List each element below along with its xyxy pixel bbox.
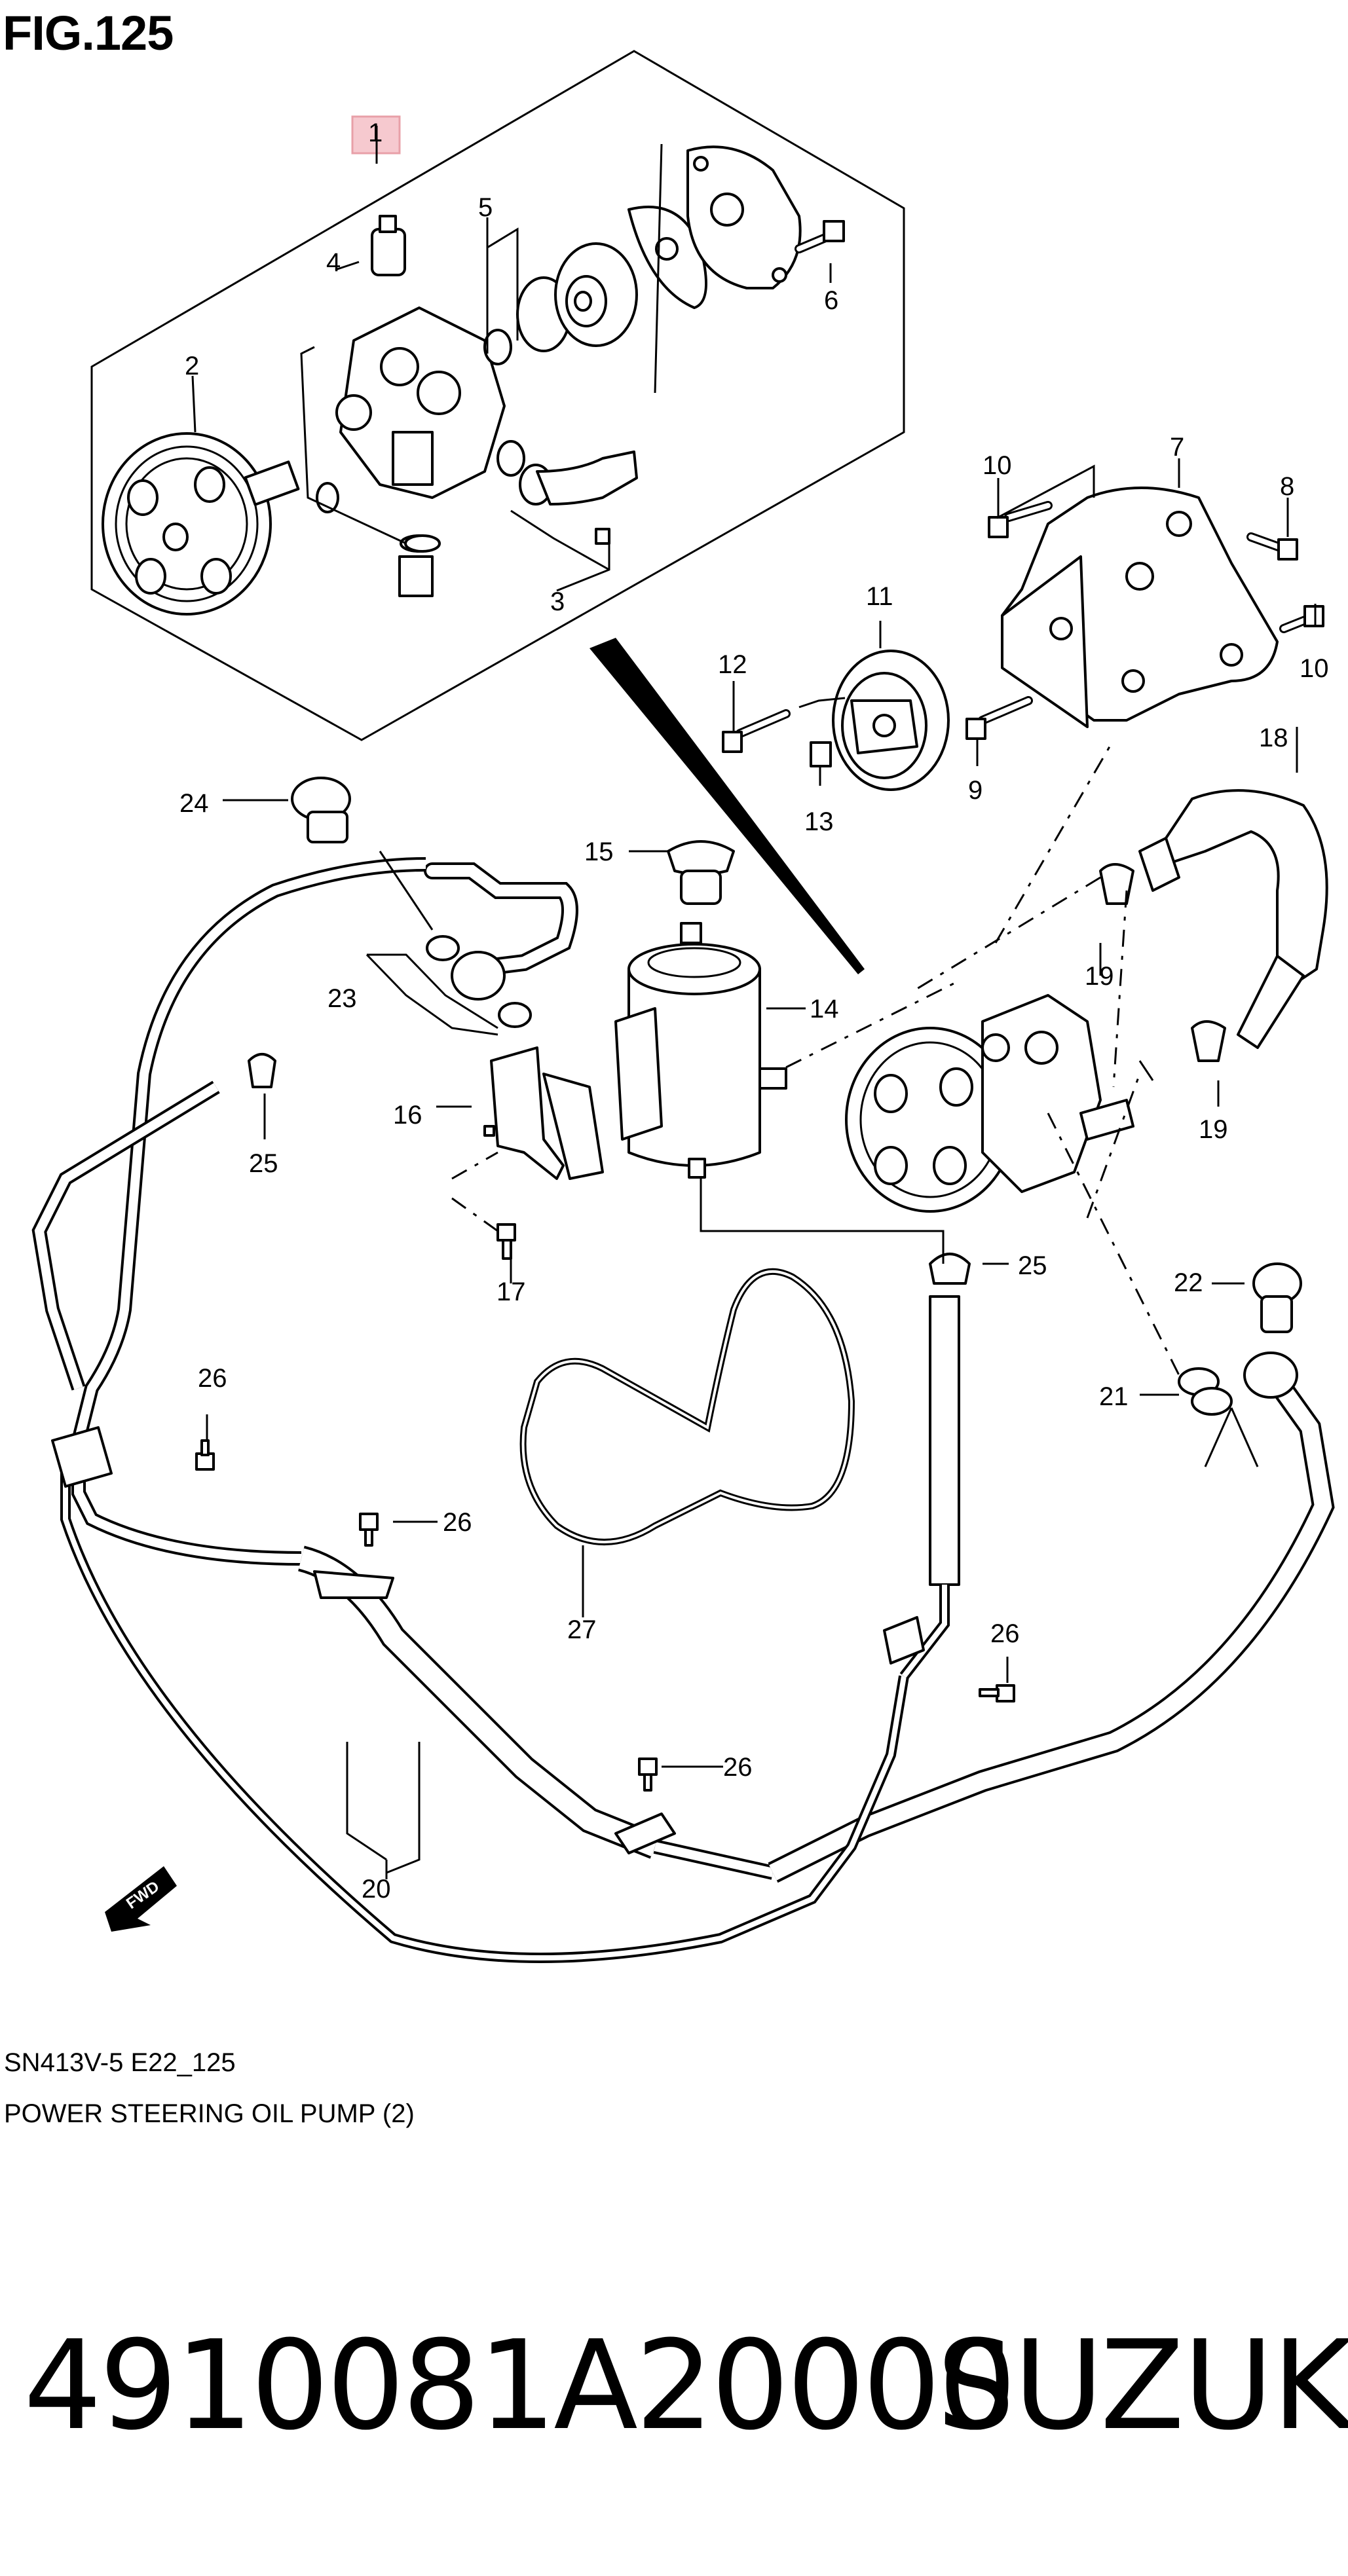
callout-18: 18 [1259, 724, 1288, 752]
pump-pulley [102, 432, 300, 616]
callout-24: 24 [179, 789, 209, 818]
callout-27: 27 [567, 1615, 597, 1644]
callout-19-lower: 19 [1199, 1115, 1228, 1144]
callout-25-lower: 25 [1018, 1251, 1047, 1280]
bolt-26-b [359, 1513, 379, 1547]
pipe-clamp-25-upper [248, 1053, 276, 1088]
bolt-17 [496, 1223, 516, 1260]
callout-21: 21 [1099, 1382, 1129, 1411]
o-ring-23-b [498, 1002, 532, 1028]
callout-1: 1 [368, 119, 383, 147]
dashed-assembly-lines [451, 739, 1180, 1376]
bolt-12 [722, 709, 791, 753]
bolt-26-c [979, 1684, 1015, 1702]
bolt-8 [1246, 532, 1298, 561]
callout-15: 15 [584, 837, 614, 866]
callout-10-lower: 10 [1300, 654, 1329, 683]
pressure-pipe-upper [424, 862, 578, 1001]
hose-brackets [51, 1426, 925, 1854]
mounting-bracket [1001, 487, 1279, 728]
o-ring-23-a [426, 935, 460, 961]
pump-body [316, 306, 506, 597]
callout-17: 17 [496, 1278, 526, 1306]
washers-21 [1178, 1367, 1233, 1416]
pump-kit-outline [90, 50, 905, 741]
brand-name: SUZUKI [937, 2314, 1348, 2457]
hose-clamp-upper [1099, 863, 1134, 905]
reservoir-bracket [483, 1046, 604, 1180]
nut-13 [810, 741, 832, 767]
union-bolt-24 [291, 777, 351, 843]
callout-6: 6 [824, 286, 838, 315]
reservoir-cap [667, 840, 735, 905]
callout-19-upper: 19 [1085, 962, 1114, 991]
gasket [627, 206, 707, 309]
diagram-caption: POWER STEERING OIL PUMP (2) [4, 2099, 415, 2128]
callout-16: 16 [393, 1101, 422, 1130]
assembled-pump [845, 994, 1134, 1213]
lower-leader-lines [206, 727, 1298, 1879]
callout-4: 4 [326, 248, 341, 277]
callout-14: 14 [810, 995, 839, 1023]
callout-9: 9 [968, 776, 983, 805]
reservoir [614, 922, 787, 1179]
hose-clamp-lower [1191, 1020, 1226, 1062]
callout-3: 3 [550, 587, 565, 616]
suction-pipe [496, 440, 638, 545]
bolt-10-upper [988, 501, 1053, 538]
bolt-6 [795, 220, 845, 253]
callout-12: 12 [718, 650, 747, 679]
callout-25-upper: 25 [249, 1149, 278, 1178]
pump-cover [686, 145, 802, 289]
diagram-code: SN413V-5 E22_125 [4, 2048, 236, 2077]
callout-26-d: 26 [723, 1753, 753, 1782]
bolt-10-lower [1279, 605, 1324, 633]
o-ring-lower [404, 534, 441, 553]
bracket-leader-lines [732, 458, 1317, 786]
callout-22: 22 [1174, 1268, 1203, 1297]
bolt-9 [965, 696, 1033, 740]
pump-rotor [554, 242, 638, 347]
idler-pulley [832, 650, 950, 791]
drive-belt [519, 1268, 855, 1545]
callout-26-c: 26 [990, 1619, 1020, 1648]
return-hose [1138, 789, 1328, 1049]
callout-13: 13 [804, 807, 834, 836]
callout-23: 23 [328, 984, 357, 1013]
bolt-26-d [638, 1757, 658, 1792]
callout-26-b: 26 [443, 1508, 472, 1537]
callout-10-upper: 10 [983, 451, 1012, 480]
bolt-26-a [195, 1439, 215, 1471]
callout-26-a: 26 [198, 1364, 227, 1393]
callout-11: 11 [866, 582, 893, 611]
callout-2: 2 [185, 352, 199, 380]
pipe-clamp-25-lower [929, 1253, 971, 1285]
assembly-arrow [590, 638, 865, 974]
callout-5: 5 [478, 193, 493, 222]
callout-7: 7 [1170, 433, 1184, 462]
union-bolt-4 [371, 215, 406, 276]
callout-8: 8 [1280, 472, 1294, 501]
figure-title: FIG.125 [3, 6, 174, 60]
union-bolt-22 [1252, 1262, 1302, 1333]
kit-leader-lines [191, 126, 832, 592]
fwd-arrow: FWD [105, 1866, 177, 1932]
callout-labels: 1 2 3 4 5 6 7 8 9 10 10 11 12 13 14 15 1… [179, 119, 1329, 1904]
callout-20: 20 [362, 1875, 391, 1904]
part-number: 4910081A20000 [24, 2314, 1017, 2457]
